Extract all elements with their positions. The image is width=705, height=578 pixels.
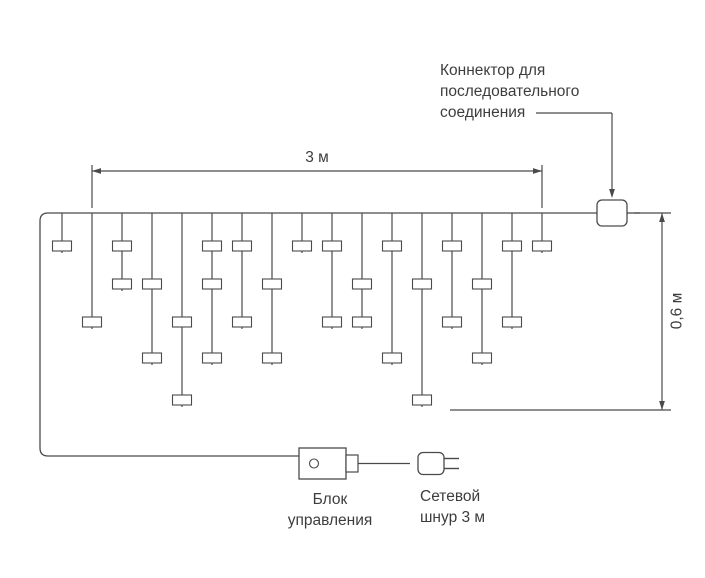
dim-width-arrowhead xyxy=(92,168,101,174)
power-cord-label: Сетевой шнур 3 м xyxy=(420,486,485,528)
connector-label-line3: соединения xyxy=(440,104,526,121)
lamp xyxy=(171,394,193,406)
lamp xyxy=(141,278,163,290)
lamp xyxy=(321,316,343,328)
lamp xyxy=(351,278,373,290)
lamp xyxy=(531,240,553,252)
lamp xyxy=(411,278,433,290)
lamp xyxy=(501,316,523,328)
lamp xyxy=(201,240,223,252)
lamp xyxy=(321,240,343,252)
power-cord-label-line1: Сетевой xyxy=(420,488,481,505)
lamp xyxy=(171,316,193,328)
lamp xyxy=(201,278,223,290)
lamp xyxy=(81,316,103,328)
label-pointer-arrowhead xyxy=(609,189,615,198)
lamp xyxy=(111,240,133,252)
lamp xyxy=(471,352,493,364)
lamp xyxy=(381,240,403,252)
power-cord-label-line2: шнур 3 м xyxy=(420,509,486,526)
lamp xyxy=(411,394,433,406)
dim-height-arrowhead xyxy=(659,213,665,222)
power-plug-body xyxy=(417,451,445,476)
control-box-indicator xyxy=(308,458,320,469)
lamp xyxy=(291,240,313,252)
lamp xyxy=(231,316,253,328)
dimension-height-label: 0,6 м xyxy=(668,292,686,330)
control-box-terminal xyxy=(345,454,359,473)
lamp xyxy=(351,316,373,328)
dim-height-arrowhead xyxy=(659,401,665,410)
lamp xyxy=(261,278,283,290)
control-box-label: Блок управления xyxy=(288,489,373,531)
lamp xyxy=(231,240,253,252)
lamp xyxy=(201,352,223,364)
lamp xyxy=(381,352,403,364)
lamp xyxy=(141,352,163,364)
connector-label-line1: Коннектор для xyxy=(440,62,546,79)
connector-label-line2: последовательного xyxy=(440,83,580,100)
control-box xyxy=(298,447,347,480)
dimension-width-label: 3 м xyxy=(305,149,329,166)
lamp xyxy=(261,352,283,364)
lamp xyxy=(441,316,463,328)
lamp xyxy=(471,278,493,290)
main-wire xyxy=(39,212,597,457)
control-box-label-line1: Блок xyxy=(312,491,348,508)
control-box-label-line2: управления xyxy=(287,512,373,529)
connector-label: Коннектор для последовательного соединен… xyxy=(440,60,579,123)
connector-box xyxy=(596,199,628,227)
dim-width-arrowhead xyxy=(533,168,542,174)
lamp xyxy=(441,240,463,252)
lamp xyxy=(501,240,523,252)
lamp xyxy=(111,278,133,290)
lamp xyxy=(51,240,73,252)
